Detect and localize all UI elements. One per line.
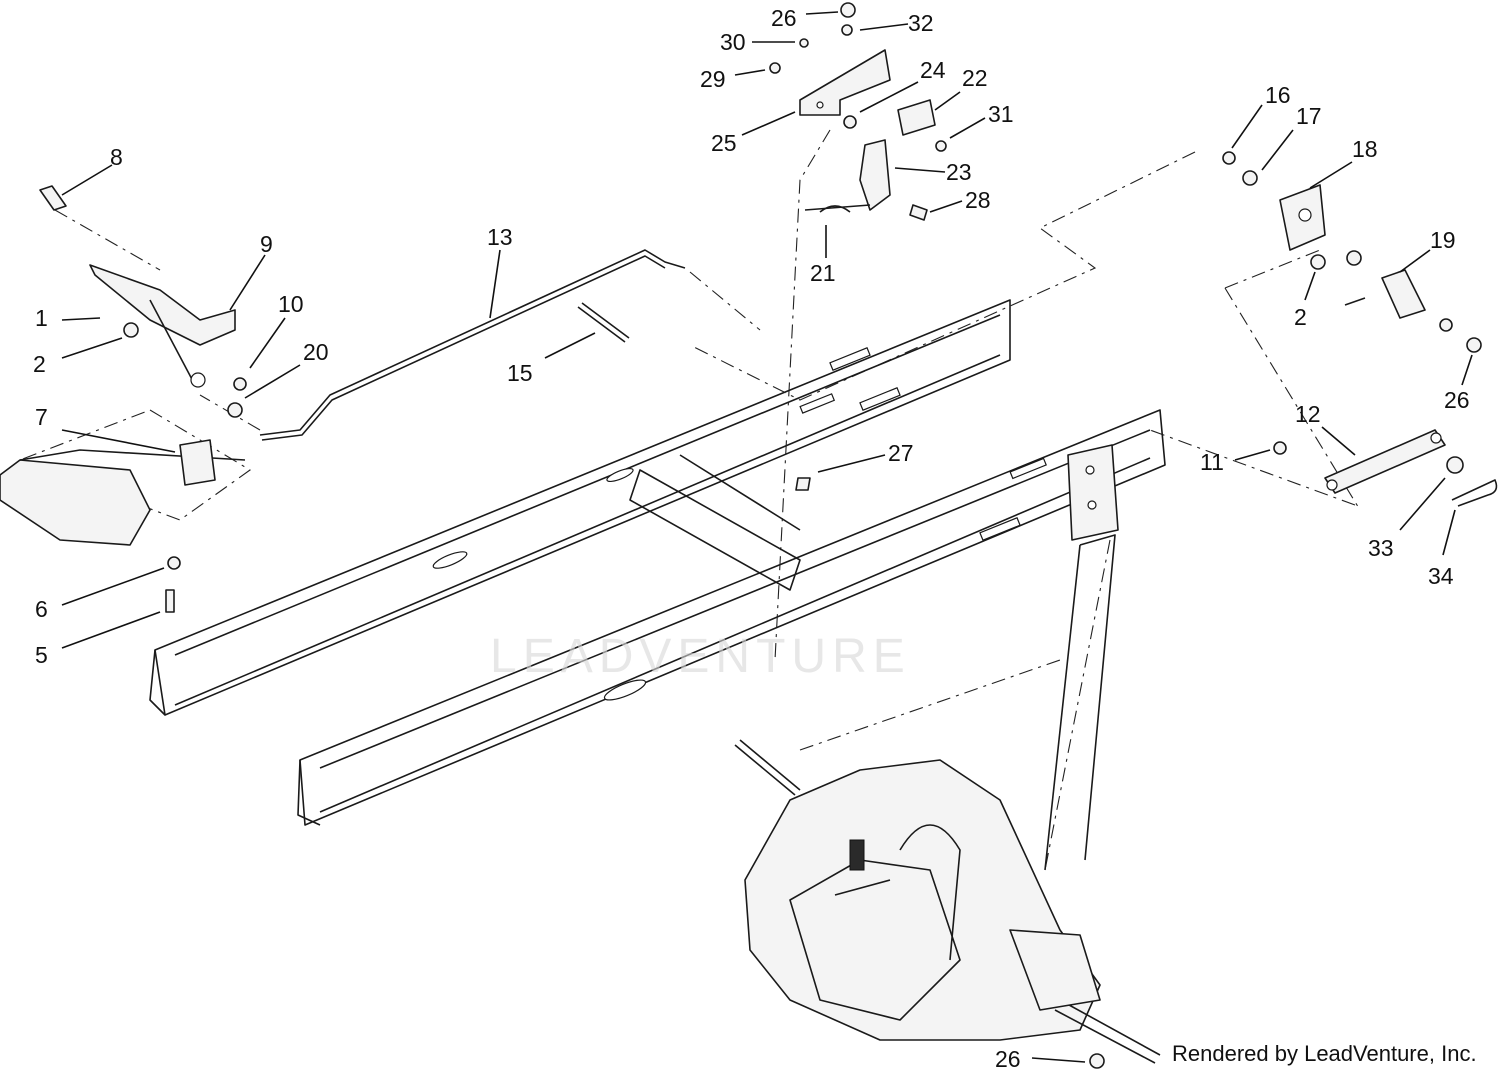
- control-rod: [259, 249, 686, 441]
- callout-21: 21: [810, 260, 836, 286]
- lower-frame-rail: [297, 409, 1166, 826]
- callout-24: 24: [920, 57, 946, 83]
- callout-9: 9: [260, 231, 273, 257]
- callout-30: 30: [720, 29, 746, 55]
- transaxle: [734, 739, 1161, 1064]
- credit-text: Rendered by LeadVenture, Inc.: [1172, 1041, 1477, 1066]
- callout-15: 15: [507, 360, 533, 386]
- pedal-arm: [89, 264, 236, 388]
- callout-11: 11: [1200, 449, 1224, 475]
- callout-labels: 1 2 2 5 6 7 8 9 10 11 12 13 15 16 17 18 …: [33, 5, 1470, 1072]
- callout-16: 16: [1265, 82, 1291, 108]
- callout-26: 26: [771, 5, 797, 31]
- watermark: LEADVENTURE: [490, 630, 911, 683]
- pin-15: [577, 302, 630, 343]
- callout-26: 26: [995, 1046, 1021, 1072]
- upper-frame-rail: [149, 299, 1011, 716]
- callout-18: 18: [1352, 136, 1378, 162]
- callout-13: 13: [487, 224, 513, 250]
- callout-5: 5: [35, 642, 48, 668]
- callout-26: 26: [1444, 387, 1470, 413]
- switch-bracket: [799, 49, 936, 213]
- callout-7: 7: [35, 404, 48, 430]
- callout-28: 28: [965, 187, 991, 213]
- callout-29: 29: [700, 66, 726, 92]
- callout-17: 17: [1296, 103, 1322, 129]
- callout-8: 8: [110, 144, 123, 170]
- hardware: [39, 2, 1498, 1069]
- callout-10: 10: [278, 291, 304, 317]
- callout-31: 31: [988, 101, 1014, 127]
- callout-2: 2: [1294, 304, 1307, 330]
- callout-20: 20: [303, 339, 329, 365]
- callout-2: 2: [33, 351, 46, 377]
- pedal-plate: [0, 439, 246, 546]
- assembly-guide-lines: [18, 129, 1361, 871]
- leader-lines: [61, 11, 1473, 1063]
- callout-34: 34: [1428, 563, 1454, 589]
- vertical-bracket: [1044, 444, 1119, 871]
- callout-23: 23: [946, 159, 972, 185]
- callout-27: 27: [888, 440, 914, 466]
- frame-cross-member: [629, 454, 801, 591]
- callout-1: 1: [35, 305, 48, 331]
- callout-25: 25: [711, 130, 737, 156]
- callout-32: 32: [908, 10, 934, 36]
- callout-22: 22: [962, 65, 988, 91]
- pivot-bracket: [1279, 184, 1426, 319]
- callout-6: 6: [35, 596, 48, 622]
- link-bar: [1324, 429, 1446, 494]
- callout-33: 33: [1368, 535, 1394, 561]
- callout-19: 19: [1430, 227, 1456, 253]
- callout-12: 12: [1295, 401, 1321, 427]
